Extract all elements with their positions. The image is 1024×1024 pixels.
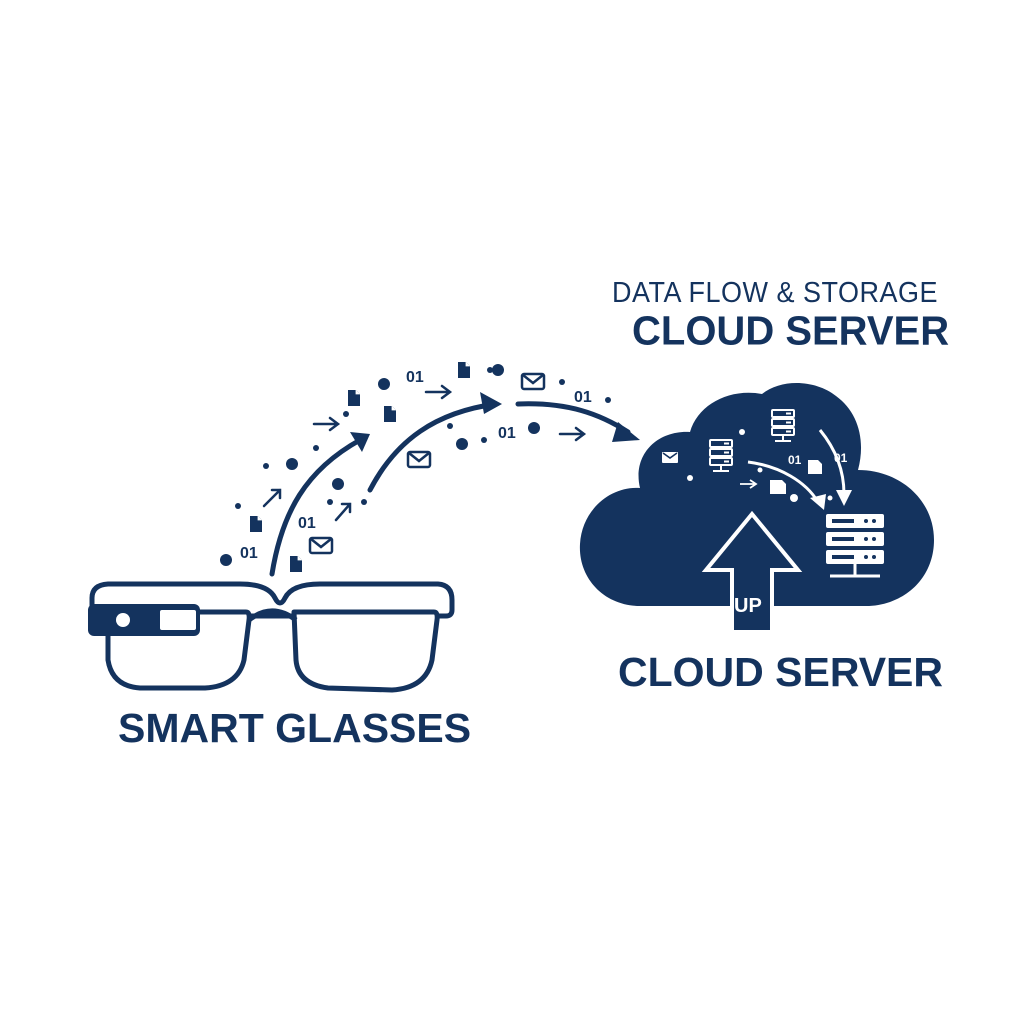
smart-glasses-label: SMART GLASSES bbox=[118, 705, 472, 751]
email-icons bbox=[308, 372, 546, 555]
flow-arrow-heads bbox=[350, 392, 640, 452]
document-icon bbox=[808, 460, 822, 474]
document-icon bbox=[347, 389, 361, 407]
document-icon bbox=[383, 405, 397, 423]
binary-01: 01 bbox=[298, 515, 316, 532]
cloud-server-label: CLOUD SERVER bbox=[618, 649, 944, 695]
upload-arrow-icon: UP bbox=[701, 510, 803, 634]
server-rack-icon bbox=[826, 514, 884, 578]
email-icon bbox=[520, 372, 546, 391]
email-icon bbox=[406, 450, 432, 469]
header-subtitle: DATA FLOW & STORAGE bbox=[612, 276, 939, 309]
flow-arrow-2 bbox=[367, 401, 499, 493]
document-icons bbox=[249, 361, 471, 573]
binary-01: 01 bbox=[788, 453, 802, 467]
upload-arrow-label: UP bbox=[734, 595, 762, 617]
camera-lens-icon bbox=[116, 613, 130, 627]
binary-labels: 01 01 01 01 01 bbox=[240, 369, 592, 562]
small-arrow-icons bbox=[262, 384, 587, 522]
document-icon bbox=[249, 515, 263, 533]
document-icon bbox=[770, 480, 786, 494]
email-icon bbox=[308, 536, 334, 555]
smart-glasses-icon bbox=[88, 581, 455, 693]
document-icon bbox=[457, 361, 471, 379]
binary-01: 01 bbox=[406, 369, 424, 386]
flow-arrow-1 bbox=[269, 437, 363, 577]
packet-dots bbox=[220, 364, 611, 566]
document-icon bbox=[289, 555, 303, 573]
binary-01: 01 bbox=[240, 545, 258, 562]
binary-01: 01 bbox=[498, 425, 516, 442]
cloud-icon: 01 01 UP bbox=[579, 382, 934, 634]
binary-01: 01 bbox=[574, 389, 592, 406]
header-title: CLOUD SERVER bbox=[632, 308, 950, 354]
binary-01: 01 bbox=[834, 451, 848, 465]
email-icon bbox=[661, 451, 679, 464]
display-prism bbox=[160, 610, 196, 630]
